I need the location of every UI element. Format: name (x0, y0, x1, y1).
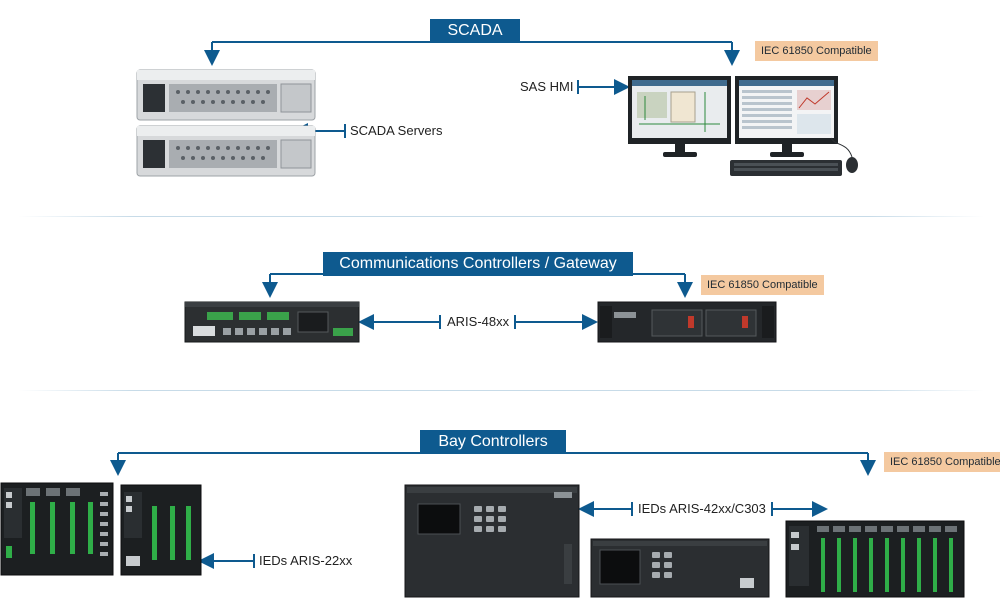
sas-hmi-pointer (577, 79, 630, 95)
comms-iec-badge: IEC 61850 Compatible (701, 275, 824, 295)
ieds22-label: IEDs ARIS-22xx (259, 553, 353, 568)
gateway-right-image (597, 301, 777, 343)
scada-servers-image (136, 69, 316, 177)
aris22-large-image (0, 482, 114, 576)
separator-2 (18, 390, 984, 391)
bay-iec-badge: IEC 61850 Compatible (884, 452, 1000, 472)
sas-hmi-workstation-image (628, 76, 858, 176)
bay-header: Bay Controllers (420, 430, 566, 454)
mouse (830, 137, 858, 173)
monitor-right (735, 76, 838, 157)
bay-bracket (110, 452, 876, 476)
gateway-left-image (184, 301, 360, 343)
aris22-small-image (120, 484, 202, 576)
keyboard (730, 160, 842, 176)
scada-iec-badge: IEC 61850 Compatible (755, 41, 878, 61)
scada-bracket (204, 41, 740, 66)
comms-bracket (262, 273, 693, 298)
aris42-rack-image (785, 520, 965, 598)
scada-servers-label: SCADA Servers (350, 123, 443, 138)
ieds42-link (578, 501, 828, 517)
c303-unit-image (590, 538, 770, 598)
monitor-left (628, 76, 731, 157)
scada-header: SCADA (430, 19, 520, 43)
ieds22-pointer (198, 553, 255, 569)
aris42-panel-image (404, 484, 580, 598)
comms-header: Communications Controllers / Gateway (323, 252, 633, 276)
ieds42-label: IEDs ARIS-42xx/C303 (638, 501, 766, 516)
server-unit-1 (136, 69, 316, 121)
server-unit-2 (136, 125, 316, 177)
aris48-label: ARIS-48xx (447, 314, 510, 329)
separator-1 (18, 216, 984, 217)
aris48-link (358, 314, 598, 330)
sas-hmi-label: SAS HMI (520, 79, 574, 94)
